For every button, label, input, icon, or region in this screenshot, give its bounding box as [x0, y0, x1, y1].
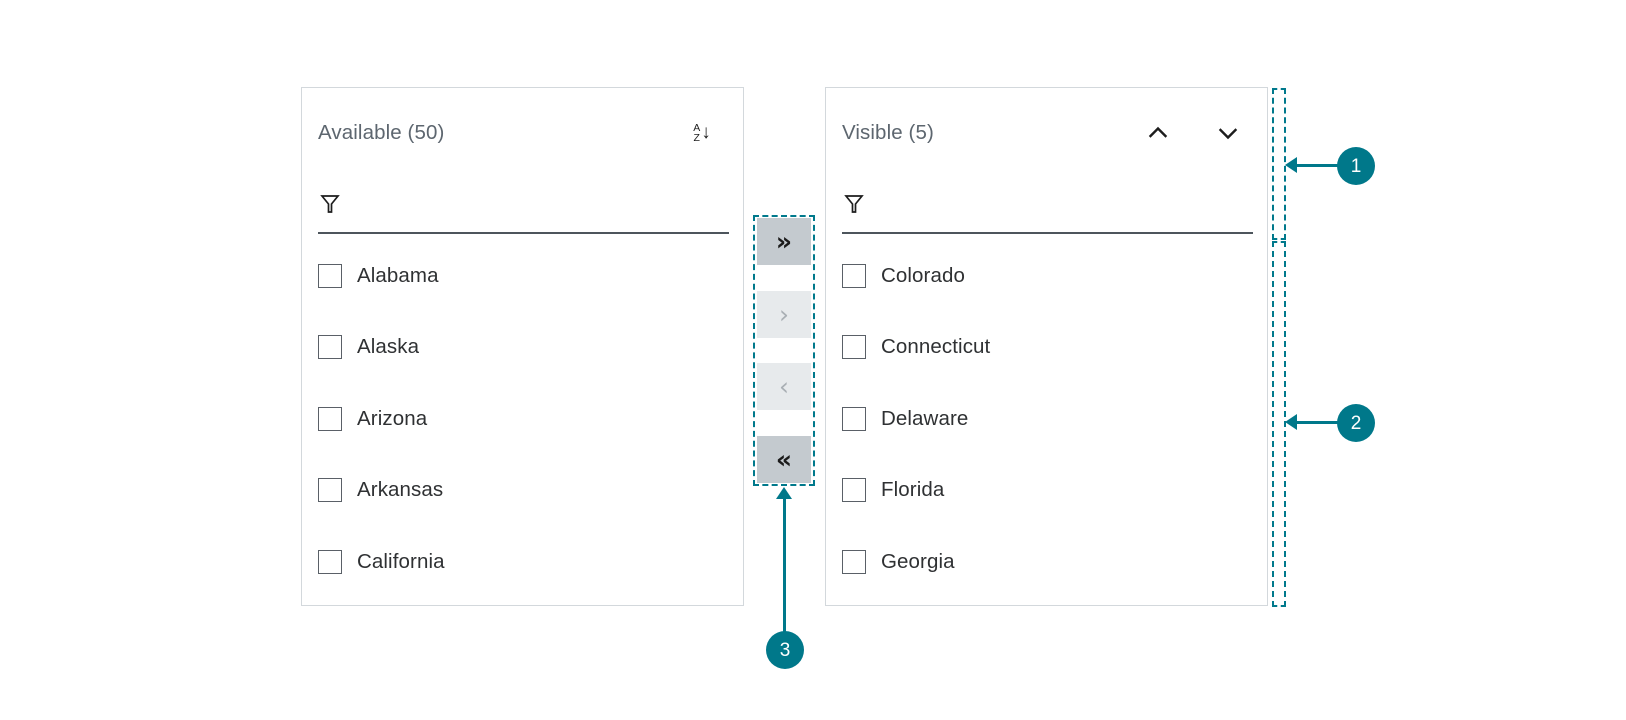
filter-funnel-icon [318, 191, 342, 215]
list-item[interactable]: Florida [842, 455, 1257, 527]
move-all-right-glyph: » [775, 227, 793, 256]
move-right-button: › [757, 290, 811, 338]
move-up-button[interactable] [1136, 111, 1180, 155]
annotation-arrowhead-3 [776, 487, 792, 499]
list-item-label: Georgia [881, 549, 955, 573]
sort-icon-arrow: ↓ [701, 122, 711, 143]
list-item-label: Arkansas [357, 478, 444, 502]
available-filter-row[interactable] [318, 174, 729, 234]
annotation-badge-3[interactable]: 3 [766, 631, 804, 669]
visible-panel-header: Visible (5) [826, 88, 1267, 178]
checkbox-icon[interactable] [318, 335, 342, 360]
sort-az-icon: A Z ↓ [693, 122, 711, 144]
annotation-region-2 [1272, 241, 1286, 607]
list-item[interactable]: Delaware [842, 383, 1257, 455]
sort-az-button[interactable]: A Z ↓ [680, 111, 724, 155]
chevron-down-icon [1215, 120, 1241, 146]
list-item-label: Delaware [881, 406, 969, 430]
checkbox-icon[interactable] [842, 406, 866, 431]
checkbox-icon[interactable] [842, 549, 866, 574]
move-down-button[interactable] [1206, 111, 1250, 155]
available-panel: Available (50) A Z ↓ [301, 87, 744, 606]
list-item[interactable]: California [318, 526, 733, 597]
annotation-badge-1[interactable]: 1 [1337, 147, 1375, 185]
available-panel-header: Available (50) A Z ↓ [302, 88, 743, 178]
checkbox-icon[interactable] [842, 335, 866, 360]
annotation-badge-2[interactable]: 2 [1337, 404, 1375, 442]
annotation-leader-line-1 [1296, 164, 1341, 167]
available-header-actions: A Z ↓ [680, 111, 726, 155]
move-right-glyph: › [779, 299, 789, 329]
list-item[interactable]: Alaska [318, 312, 733, 384]
visible-header-actions [1136, 111, 1250, 155]
move-all-left-glyph: « [775, 444, 793, 474]
move-left-glyph: ‹ [779, 372, 789, 402]
sort-icon-letter-bottom: Z [693, 132, 700, 144]
move-left-button: ‹ [757, 363, 811, 411]
annotation-leader-line-3 [783, 495, 786, 637]
checkbox-icon[interactable] [842, 263, 866, 288]
list-item-label: Arizona [357, 406, 428, 430]
visible-filter-row[interactable] [842, 174, 1253, 234]
list-item[interactable]: Arizona [318, 383, 733, 455]
move-all-right-button[interactable]: » [757, 218, 811, 265]
list-item[interactable]: Georgia [842, 526, 1257, 597]
visible-panel: Visible (5) [825, 87, 1268, 606]
checkbox-icon[interactable] [318, 263, 342, 288]
annotation-arrowhead-1 [1285, 157, 1297, 173]
list-item[interactable]: Alabama [318, 240, 733, 312]
checkbox-icon[interactable] [318, 406, 342, 431]
annotation-arrowhead-2 [1285, 414, 1297, 430]
visible-filter-input[interactable] [876, 183, 1253, 223]
list-item[interactable]: Arkansas [318, 455, 733, 527]
list-item-label: California [357, 549, 445, 573]
filter-funnel-icon [842, 191, 866, 215]
list-item[interactable]: Colorado [842, 240, 1257, 312]
list-item-label: Alaska [357, 335, 420, 359]
list-item-label: Alabama [357, 263, 439, 287]
annotation-region-1 [1272, 88, 1286, 240]
visible-panel-title: Visible (5) [842, 121, 934, 144]
list-item-label: Colorado [881, 263, 965, 287]
checkbox-icon[interactable] [318, 478, 342, 503]
chevron-up-icon [1145, 120, 1171, 146]
checkbox-icon[interactable] [318, 549, 342, 574]
move-all-left-button[interactable]: « [757, 435, 811, 483]
list-item-label: Connecticut [881, 335, 991, 359]
list-item[interactable]: Connecticut [842, 312, 1257, 384]
available-panel-title: Available (50) [318, 121, 445, 144]
list-item-label: Florida [881, 478, 945, 502]
available-filter-input[interactable] [352, 183, 729, 223]
sort-icon-letter-top: A [693, 122, 701, 134]
checkbox-icon[interactable] [842, 478, 866, 503]
annotation-leader-line-2 [1296, 421, 1341, 424]
transfer-buttons-column[interactable]: » › ‹ « [757, 218, 811, 483]
